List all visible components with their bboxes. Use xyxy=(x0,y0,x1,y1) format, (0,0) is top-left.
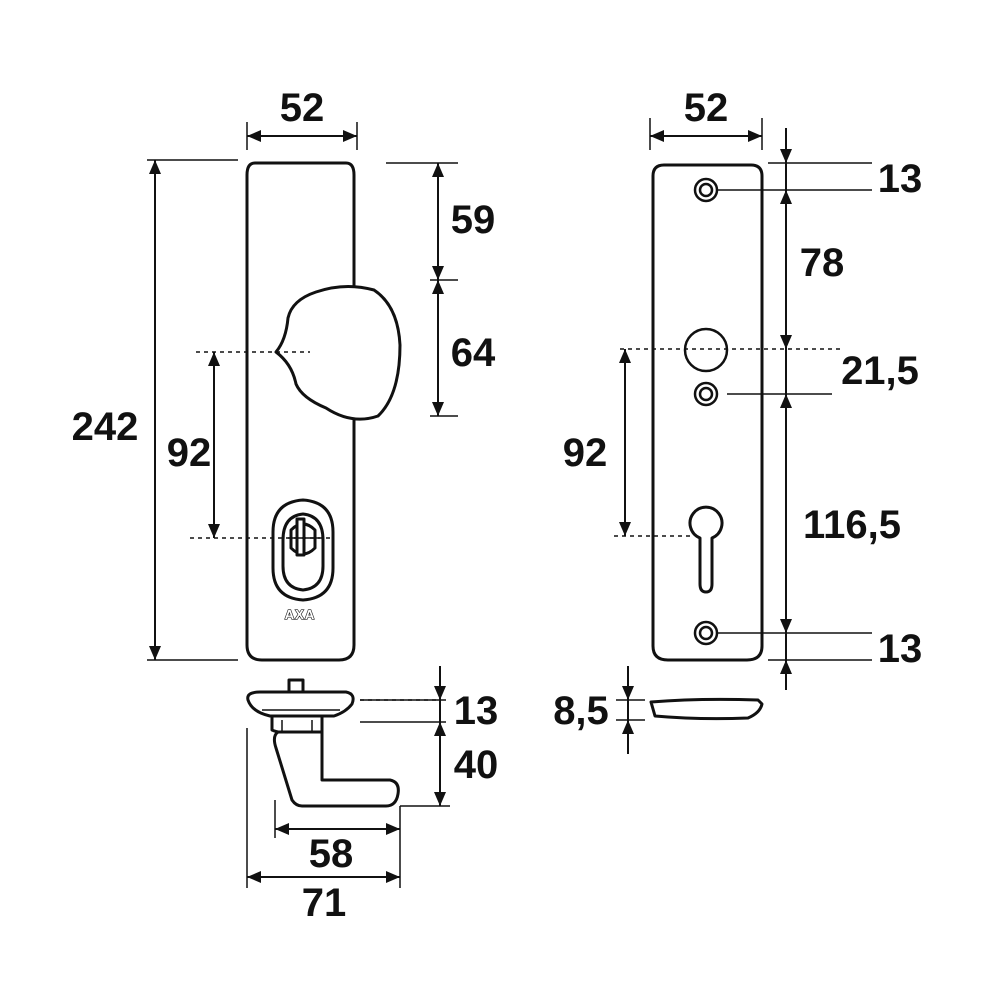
bottom-screw-hole xyxy=(693,620,719,646)
cylinder-cutout xyxy=(688,505,724,594)
brand-logo: AXA xyxy=(285,607,315,622)
handle-length-dimension: 58 71 xyxy=(246,728,401,925)
lever-handle-outline xyxy=(272,730,400,808)
dim-label: 13 xyxy=(878,627,923,671)
front-height-dimension: 242 xyxy=(72,159,238,661)
plate-profile xyxy=(649,697,764,721)
back-center-distance-dimension: 92 xyxy=(563,349,631,536)
dim-label: 92 xyxy=(563,431,608,475)
front-view: AXA 52 242 92 xyxy=(72,86,496,662)
plate-thickness-dimension: 8,5 xyxy=(553,666,645,754)
dim-label: 242 xyxy=(72,405,139,449)
dim-label: 13 xyxy=(454,689,499,733)
side-view: 13 40 58 71 xyxy=(246,666,499,925)
middle-screw-hole xyxy=(693,381,719,407)
front-width-dimension: 52 xyxy=(246,86,358,150)
knob-outline xyxy=(274,285,402,421)
dim-label: 40 xyxy=(454,743,499,787)
handle-height-dimension: 13 40 xyxy=(360,666,499,807)
dim-label: 64 xyxy=(451,331,496,375)
dim-label: 8,5 xyxy=(553,689,609,733)
dim-label: 58 xyxy=(309,832,354,876)
dim-label: 21,5 xyxy=(841,349,919,393)
cylinder-rose xyxy=(271,498,335,602)
spindle-hole xyxy=(683,327,729,373)
dim-label: 52 xyxy=(280,86,325,130)
rose-outline xyxy=(246,690,355,718)
dim-label: 78 xyxy=(800,241,845,285)
dim-label: 13 xyxy=(878,157,923,201)
dim-label: 71 xyxy=(302,881,347,925)
dim-label: 59 xyxy=(451,198,496,242)
back-width-dimension: 52 xyxy=(649,86,763,150)
back-view: 52 92 13 78 21,5 116,5 13 xyxy=(553,86,922,754)
knob-offset-dimension: 59 64 xyxy=(386,162,496,417)
back-hole-spacing-dimension: 13 78 21,5 116,5 13 xyxy=(716,128,922,690)
spindle-stub xyxy=(287,678,305,694)
dim-label: 116,5 xyxy=(803,503,901,547)
top-screw-hole xyxy=(693,177,719,203)
dim-label: 92 xyxy=(167,431,212,475)
dim-label: 52 xyxy=(684,86,729,130)
front-center-distance-dimension: 92 xyxy=(167,352,220,538)
